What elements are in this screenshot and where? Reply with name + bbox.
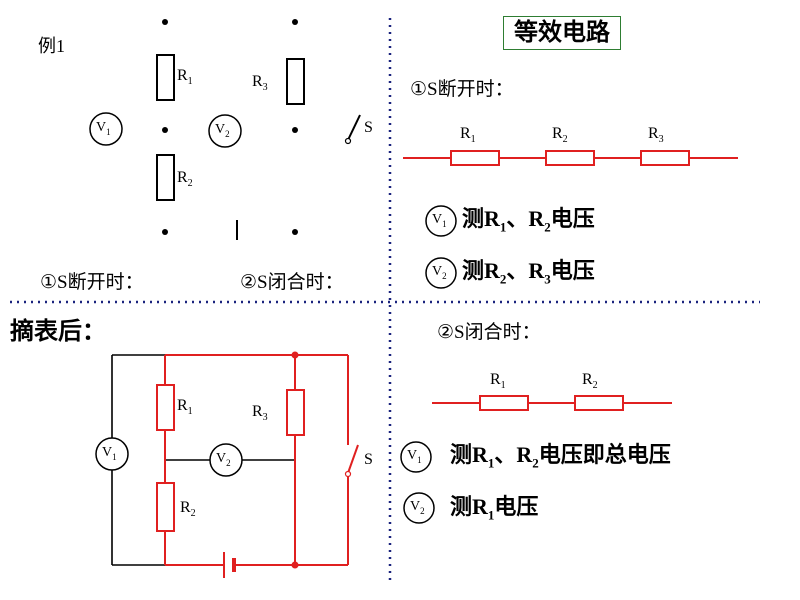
voltmeter-v2 — [403, 492, 435, 524]
r2-label: R2 — [177, 169, 193, 190]
r1-label: R1 — [177, 67, 193, 88]
resistor-r1 — [479, 395, 529, 411]
node-dot — [292, 127, 298, 133]
resistor-r3 — [286, 389, 305, 436]
tr-r1-label: R1 — [460, 125, 476, 146]
voltmeter-v1 — [400, 441, 432, 473]
example-label: 例1 — [38, 36, 65, 56]
switch-label: S — [364, 119, 373, 136]
voltmeter-v1 — [425, 205, 457, 237]
node-dot — [162, 127, 168, 133]
voltmeter-v2 — [209, 443, 243, 477]
br-line2-text: 测R1电压 — [450, 494, 539, 523]
node-dot — [292, 19, 298, 25]
resistor-r2 — [156, 482, 175, 532]
resistor-r3 — [640, 150, 690, 166]
resistor-r1 — [156, 54, 175, 101]
node-dot — [292, 229, 298, 235]
bottom-right-circuit — [400, 395, 672, 524]
bl-v1-label: V1 — [102, 445, 117, 462]
bl-v2-label: V2 — [216, 451, 231, 468]
br-r1-label: R1 — [490, 371, 506, 392]
case-closed-label-right: ②S闭合时： — [437, 322, 541, 343]
bl-r2-label: R2 — [180, 499, 196, 520]
br-line1-text: 测R1、R2电压即总电压 — [450, 442, 671, 471]
voltmeter-v2 — [208, 114, 242, 148]
tr-line2-text: 测R2、R3电压 — [462, 258, 595, 287]
case-closed-label-left: ②S闭合时： — [240, 272, 344, 293]
switch-lever — [347, 114, 361, 141]
switch-lever — [347, 444, 359, 474]
resistor-r2 — [574, 395, 624, 411]
node-dot — [162, 19, 168, 25]
tr-line1-v-label: V1 — [432, 212, 447, 229]
junction-dot — [291, 351, 299, 359]
resistor-r1 — [156, 384, 175, 431]
r3-label: R3 — [252, 73, 268, 94]
bottom-left-circuit — [95, 351, 359, 578]
top-left-circuit — [89, 19, 361, 240]
case-open-label-right: ①S断开时： — [410, 79, 514, 100]
resistor-r2 — [156, 154, 175, 201]
tr-r3-label: R3 — [648, 125, 664, 146]
v2-label: V2 — [215, 122, 230, 139]
after-removal-heading: 摘表后： — [10, 318, 106, 345]
bl-r1-label: R1 — [177, 397, 193, 418]
top-right-circuit — [403, 150, 738, 289]
tr-line2-v-label: V2 — [432, 264, 447, 281]
resistor-r3 — [286, 58, 305, 105]
tr-line1-text: 测R1、R2电压 — [462, 206, 595, 235]
resistor-r1 — [450, 150, 500, 166]
voltmeter-v1 — [89, 112, 123, 146]
case-open-label-left: ①S断开时： — [40, 272, 144, 293]
bl-r3-label: R3 — [252, 403, 268, 424]
br-line2-v-label: V2 — [410, 499, 425, 516]
switch-pivot — [344, 137, 352, 145]
switch-pivot — [344, 470, 352, 478]
br-line1-v-label: V1 — [407, 448, 422, 465]
equivalent-circuit-title: 等效电路 — [503, 16, 621, 50]
tr-r2-label: R2 — [552, 125, 568, 146]
br-r2-label: R2 — [582, 371, 598, 392]
voltmeter-v2 — [425, 257, 457, 289]
v1-label: V1 — [96, 120, 111, 137]
bl-switch-label: S — [364, 451, 373, 468]
junction-dot — [291, 561, 299, 569]
voltmeter-v1 — [95, 437, 129, 471]
node-dot — [162, 229, 168, 235]
resistor-r2 — [545, 150, 595, 166]
